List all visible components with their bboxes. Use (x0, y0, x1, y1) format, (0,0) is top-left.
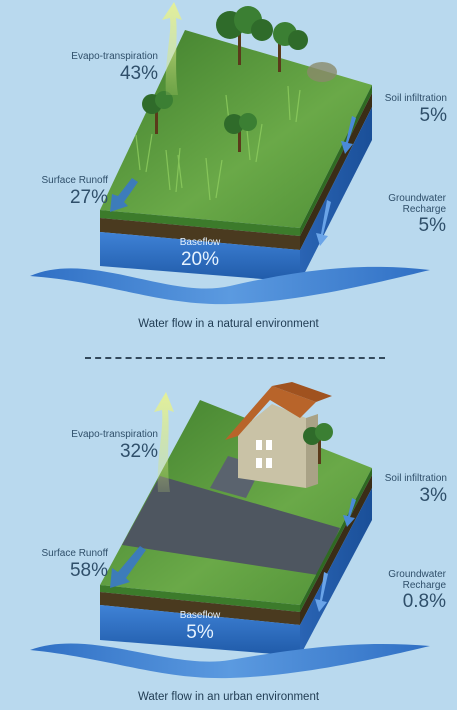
natural-grass-front (100, 210, 300, 236)
natural-water-front (100, 232, 300, 282)
natural-recharge-arrow (316, 200, 331, 246)
urban-infiltration-arrow (343, 498, 356, 527)
urban-soil-side (300, 475, 372, 625)
natural-infiltration-arrow (341, 116, 356, 154)
natural-surface-runoff-value: 27% (69, 186, 108, 208)
urban-surface-runoff-value: 58% (69, 559, 108, 581)
urban-baseflow-value: 5% (186, 621, 214, 643)
urban-evapotranspiration-label: Evapo-transpiration 32% (40, 429, 158, 462)
natural-caption: Water flow in a natural environment (138, 318, 319, 330)
natural-trees (142, 6, 308, 152)
natural-baseflow-name: Baseflow (179, 237, 221, 248)
urban-groundwater-recharge-name-1: Groundwater (388, 569, 446, 580)
natural-soil-side (300, 93, 372, 250)
urban-baseflow-name: Baseflow (179, 610, 221, 621)
urban-groundwater-recharge-name-2: Recharge (402, 579, 446, 591)
natural-rock (307, 62, 337, 82)
urban-tree (303, 423, 333, 464)
urban-evap-arrow (154, 392, 174, 492)
natural-groundwater-recharge-label: Groundwater Recharge 5% (340, 193, 446, 236)
natural-baseflow-label: Baseflow 20% (150, 237, 250, 270)
urban-baseflow-label: Baseflow 5% (150, 610, 250, 643)
urban-evapotranspiration-name: Evapo-transpiration (71, 429, 158, 440)
natural-soil-front (100, 218, 300, 250)
urban-evapotranspiration-value: 32% (119, 440, 158, 462)
section-divider (85, 357, 385, 359)
natural-soil-infiltration-label: Soil infiltration 5% (350, 93, 447, 126)
urban-water-side (300, 488, 372, 656)
urban-water-front (100, 605, 300, 656)
natural-soil-infiltration-value: 5% (419, 104, 447, 126)
urban-block (30, 382, 430, 679)
natural-soil-infiltration-name: Soil infiltration (384, 93, 447, 104)
urban-grass-front (100, 585, 300, 612)
natural-runoff-arrow (110, 178, 138, 212)
natural-evapotranspiration-name: Evapo-transpiration (71, 51, 158, 62)
natural-groundwater-recharge-name-2: Recharge (402, 203, 446, 215)
urban-soil-infiltration-name: Soil infiltration (384, 473, 447, 484)
urban-surface-runoff-label: Surface Runoff 58% (10, 548, 108, 581)
natural-groundwater-recharge-value: 5% (418, 215, 446, 236)
urban-road (122, 476, 340, 575)
natural-evap-arrow (162, 2, 182, 95)
urban-recharge-arrow (315, 572, 328, 612)
urban-river (30, 643, 430, 679)
natural-evapotranspiration-value: 43% (119, 62, 158, 84)
natural-surface-runoff-label: Surface Runoff 27% (10, 175, 108, 208)
urban-soil-infiltration-label: Soil infiltration 3% (350, 473, 447, 506)
urban-caption: Water flow in an urban environment (137, 691, 320, 703)
urban-runoff-arrow (110, 546, 146, 588)
natural-evapotranspiration-label: Evapo-transpiration 43% (40, 51, 158, 84)
natural-surface-runoff-name: Surface Runoff (41, 175, 108, 186)
urban-soil-front (100, 592, 300, 625)
natural-river (30, 266, 430, 305)
urban-groundwater-recharge-label: Groundwater Recharge 0.8% (330, 569, 446, 612)
urban-groundwater-recharge-value: 0.8% (402, 591, 446, 612)
natural-baseflow-value: 20% (180, 248, 220, 270)
urban-soil-infiltration-value: 3% (419, 484, 447, 506)
natural-block (30, 2, 430, 305)
natural-groundwater-recharge-name-1: Groundwater (388, 193, 446, 204)
urban-surface-runoff-name: Surface Runoff (41, 548, 108, 559)
